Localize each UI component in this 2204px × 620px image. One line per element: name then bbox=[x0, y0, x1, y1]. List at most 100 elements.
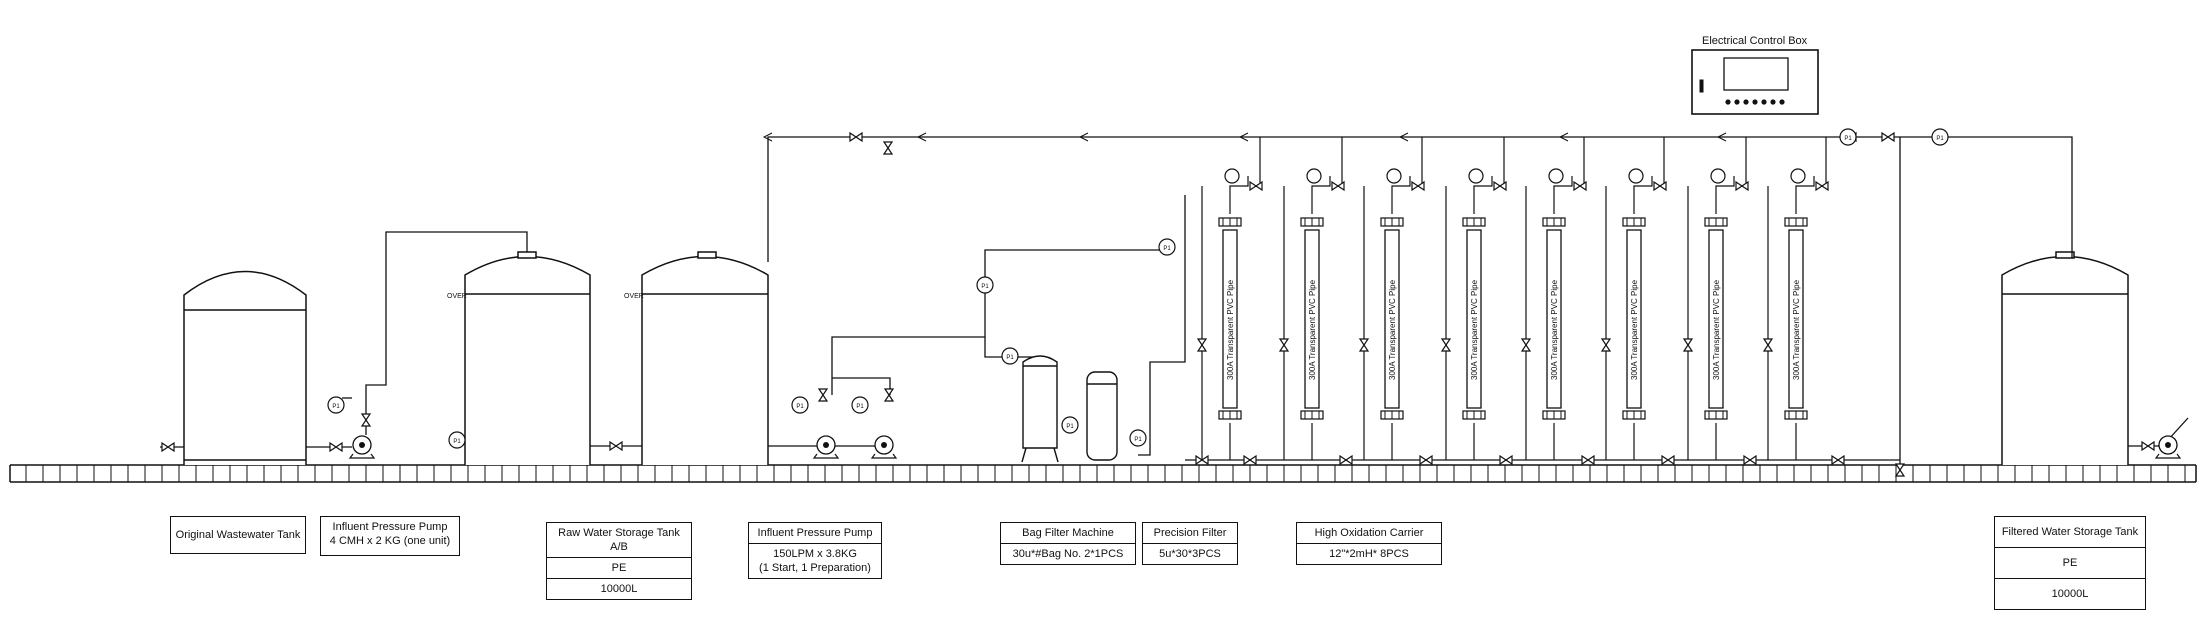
influent-pump-2b bbox=[871, 435, 897, 459]
valve-icon bbox=[1895, 463, 1905, 477]
carrier-top-pipe bbox=[1311, 176, 1331, 214]
carrier-valve-icon bbox=[1653, 181, 1667, 191]
gauge-label: P1 bbox=[1066, 424, 1074, 430]
label-precision-filter-title: Precision Filter bbox=[1153, 527, 1227, 539]
oxidation-carrier bbox=[1601, 137, 1667, 460]
piping bbox=[160, 136, 2189, 475]
carrier-valve-icon bbox=[1815, 181, 1829, 191]
gauge-icon bbox=[976, 276, 994, 294]
label-influent-pump-1: Influent Pressure Pump 4 CMH x 2 KG (one… bbox=[320, 516, 460, 556]
precision-filter bbox=[1086, 371, 1118, 461]
valve-icon bbox=[849, 132, 863, 142]
gauge-label: P1 bbox=[796, 404, 804, 410]
pressure-gauge: P1 bbox=[1839, 128, 1857, 146]
valve-icon bbox=[1881, 132, 1895, 142]
carrier-gauge-icon bbox=[1386, 168, 1402, 184]
carrier-body bbox=[1626, 229, 1642, 409]
carrier-pipe-label: 300A Transparent PVC Pipe bbox=[1712, 279, 1721, 380]
label-raw-water-tank: Raw Water Storage Tank A/B PE 10000L bbox=[546, 522, 692, 600]
flange-top bbox=[1380, 217, 1404, 227]
carrier-top-pipe bbox=[1633, 176, 1653, 214]
flange-top bbox=[1704, 217, 1728, 227]
carrier-gauge-icon bbox=[1710, 168, 1726, 184]
carrier-body bbox=[1384, 229, 1400, 409]
gauge-label: P1 bbox=[332, 404, 340, 410]
flow-arrow bbox=[1716, 132, 1727, 142]
label-oxidation-carrier: High Oxidation Carrier 12"*2mH* 8PCS bbox=[1296, 522, 1442, 565]
bypass-valve-icon bbox=[1521, 338, 1531, 352]
gauge-label: P1 bbox=[856, 404, 864, 410]
carrier-valve-icon bbox=[1331, 181, 1345, 191]
label-bag-filter: Bag Filter Machine 30u*#Bag No. 2*1PCS bbox=[1000, 522, 1136, 565]
oxidation-carrier bbox=[1197, 137, 1263, 460]
flange-top bbox=[1462, 217, 1486, 227]
oxidation-carrier bbox=[1521, 137, 1587, 460]
gauge-label: P1 bbox=[981, 284, 989, 290]
valves bbox=[161, 132, 2155, 477]
carrier-return-pipe bbox=[1736, 137, 1747, 187]
valve-icon bbox=[1339, 455, 1353, 465]
gauge-icon bbox=[1001, 347, 1019, 365]
label-influent-pump-2: Influent Pressure Pump 150LPM x 3.8KG (1… bbox=[748, 522, 882, 579]
bypass-valve-icon bbox=[1683, 338, 1693, 352]
valve-icon bbox=[1499, 455, 1513, 465]
pressure-gauge: P1 bbox=[1129, 429, 1147, 447]
carrier-gauge-icon bbox=[1468, 168, 1484, 184]
control-button bbox=[1752, 99, 1758, 105]
gauge-icon bbox=[448, 431, 466, 449]
flow-arrow bbox=[1558, 132, 1569, 142]
gauge-label: P1 bbox=[1134, 437, 1142, 443]
bag-filter-machine bbox=[1021, 355, 1059, 463]
valve-icon bbox=[2141, 441, 2155, 451]
carrier-return-pipe bbox=[1574, 137, 1585, 187]
valve-icon bbox=[361, 413, 371, 427]
flange-top bbox=[1218, 217, 1242, 227]
flow-arrow bbox=[916, 132, 927, 142]
bypass-valve-icon bbox=[1763, 338, 1773, 352]
valve-icon bbox=[1419, 455, 1433, 465]
carrier-body bbox=[1708, 229, 1724, 409]
pressure-gauge: P1 bbox=[791, 396, 809, 414]
pressure-gauge: P1 bbox=[327, 396, 345, 414]
carrier-valve-icon bbox=[1493, 181, 1507, 191]
carrier-pipe-label: 300A Transparent PVC Pipe bbox=[1226, 279, 1235, 380]
gauge-icon bbox=[1158, 238, 1176, 256]
flow-arrow bbox=[762, 132, 773, 142]
carrier-top-pipe bbox=[1229, 176, 1249, 214]
valve-icon bbox=[161, 442, 175, 452]
carrier-return-pipe bbox=[1654, 137, 1665, 187]
carrier-valve-icon bbox=[1411, 181, 1425, 191]
label-influent-pump-1-title: Influent Pressure Pump bbox=[332, 521, 448, 533]
gauge-label: P1 bbox=[1844, 136, 1852, 142]
carrier-gauge-icon bbox=[1224, 168, 1240, 184]
gauge-icon bbox=[1931, 128, 1949, 146]
bypass-valve-icon bbox=[1279, 338, 1289, 352]
gauge-icon bbox=[327, 396, 345, 414]
gauge-label: P1 bbox=[1936, 136, 1944, 142]
label-oxidation-carrier-title: High Oxidation Carrier bbox=[1314, 527, 1424, 539]
pressure-gauge: P1 bbox=[1931, 128, 1949, 146]
label-influent-pump-1-spec: 4 CMH x 2 KG (one unit) bbox=[329, 535, 451, 547]
label-bag-filter-spec: 30u*#Bag No. 2*1PCS bbox=[1001, 543, 1135, 564]
flow-arrows bbox=[762, 132, 1727, 142]
outlet-pump bbox=[2155, 435, 2181, 459]
carrier-body bbox=[1466, 229, 1482, 409]
overflow-label-a: OVER bbox=[447, 293, 467, 300]
label-precision-filter: Precision Filter 5u*30*3PCS bbox=[1142, 522, 1238, 565]
pressure-gauge: P1 bbox=[851, 396, 869, 414]
carrier-body bbox=[1546, 229, 1562, 409]
carrier-pipe-label: 300A Transparent PVC Pipe bbox=[1388, 279, 1397, 380]
valve-icon bbox=[1743, 455, 1757, 465]
flange-bottom bbox=[1704, 410, 1728, 420]
electrical-control-box bbox=[1691, 49, 1819, 115]
carrier-gauge-icon bbox=[1548, 168, 1564, 184]
carrier-top-pipe bbox=[1553, 176, 1573, 214]
label-filtered-tank-volume: 10000L bbox=[1995, 578, 2145, 609]
label-influent-pump-2-title: Influent Pressure Pump bbox=[757, 527, 873, 539]
raw-water-tank-a bbox=[464, 251, 591, 465]
carrier-gauge-icon bbox=[1790, 168, 1806, 184]
label-bag-filter-title: Bag Filter Machine bbox=[1022, 527, 1114, 539]
pressure-gauge: P1 bbox=[1061, 416, 1079, 434]
carrier-pipe-label: 300A Transparent PVC Pipe bbox=[1308, 279, 1317, 380]
